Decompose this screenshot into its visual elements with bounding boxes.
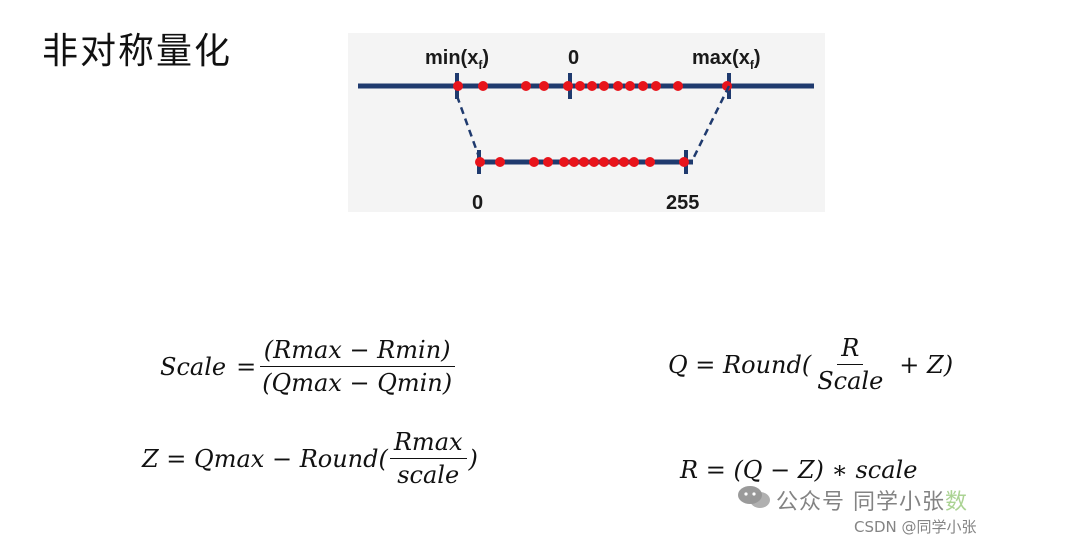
quantize-fraction: R Scale — [813, 334, 887, 395]
zero-point-fraction: Rmax scale — [389, 428, 467, 489]
bottom-dot — [645, 157, 655, 167]
bottom-dot — [599, 157, 609, 167]
bottom-dot — [543, 157, 553, 167]
top-dot — [613, 81, 623, 91]
label-zero-bottom: 0 — [472, 192, 483, 212]
formula-zero-point: Z = Qmax − Round( Rmax scale ) — [142, 428, 478, 489]
bottom-dot — [609, 157, 619, 167]
quantize-numerator: R — [837, 334, 864, 365]
scale-lhs: Scale — [160, 352, 227, 381]
bottom-dot — [679, 157, 689, 167]
watermark-line2: CSDN @同学小张 — [854, 518, 977, 536]
quantization-diagram: min(xf) 0 max(xf) — [348, 33, 825, 212]
bottom-dots — [475, 157, 689, 167]
scale-eq: = — [236, 352, 257, 381]
page-title: 非对称量化 — [42, 31, 233, 72]
bottom-dot — [475, 157, 485, 167]
bottom-dot — [579, 157, 589, 167]
top-dot — [673, 81, 683, 91]
top-dot — [587, 81, 597, 91]
quantize-tail: + Z) — [899, 350, 954, 379]
bottom-dot — [495, 157, 505, 167]
label-min: min(xf) — [425, 47, 489, 72]
quantize-lhs: Q = Round( — [668, 350, 812, 379]
zero-point-denominator: scale — [397, 461, 460, 489]
zero-point-numerator: Rmax — [389, 428, 467, 459]
top-dot — [638, 81, 648, 91]
watermark: 公众号 同学小张数 CSDN @同学小张 — [736, 482, 1066, 542]
bottom-dot — [569, 157, 579, 167]
scale-fraction: (Rmax − Rmin) (Qmax − Qmin) — [258, 336, 456, 397]
label-zero-top: 0 — [568, 47, 579, 69]
top-dot — [599, 81, 609, 91]
top-dots — [453, 81, 732, 91]
wechat-icon — [738, 486, 770, 508]
diagram-background — [348, 33, 825, 212]
label-255: 255 — [666, 192, 699, 212]
formula-dequantize: R = (Q − Z) ∗ scale — [680, 456, 917, 484]
zero-point-lhs: Z = Qmax − Round( — [142, 444, 388, 473]
bottom-dot — [529, 157, 539, 167]
watermark-line1: 公众号 同学小张数 — [776, 484, 968, 516]
bottom-dot — [589, 157, 599, 167]
top-dot — [722, 81, 732, 91]
top-dot — [521, 81, 531, 91]
bottom-dot — [559, 157, 569, 167]
top-dot — [539, 81, 549, 91]
bottom-dot — [629, 157, 639, 167]
watermark-prefix: 公众号 — [776, 490, 846, 515]
watermark-name: 同学小张 — [853, 490, 946, 515]
quantization-diagram-svg: min(xf) 0 max(xf) — [348, 33, 825, 212]
top-dot — [563, 81, 573, 91]
top-dot — [478, 81, 488, 91]
top-dot — [651, 81, 661, 91]
label-max: max(xf) — [692, 47, 760, 72]
watermark-suffix: 数 — [945, 490, 969, 515]
top-dot — [453, 81, 463, 91]
formula-quantize: Q = Round( R Scale + Z) — [668, 334, 953, 395]
zero-point-close: ) — [468, 444, 478, 473]
scale-denominator: (Qmax − Qmin) — [262, 369, 453, 397]
dequantize-text: R = (Q − Z) ∗ scale — [680, 456, 918, 484]
dash-right — [691, 85, 731, 160]
quantize-denominator: Scale — [817, 367, 884, 395]
dash-left — [455, 95, 481, 158]
formula-scale: Scale = (Rmax − Rmin) (Qmax − Qmin) — [160, 336, 458, 397]
top-dot — [575, 81, 585, 91]
top-dot — [625, 81, 635, 91]
bottom-dot — [619, 157, 629, 167]
scale-numerator: (Rmax − Rmin) — [259, 336, 455, 367]
